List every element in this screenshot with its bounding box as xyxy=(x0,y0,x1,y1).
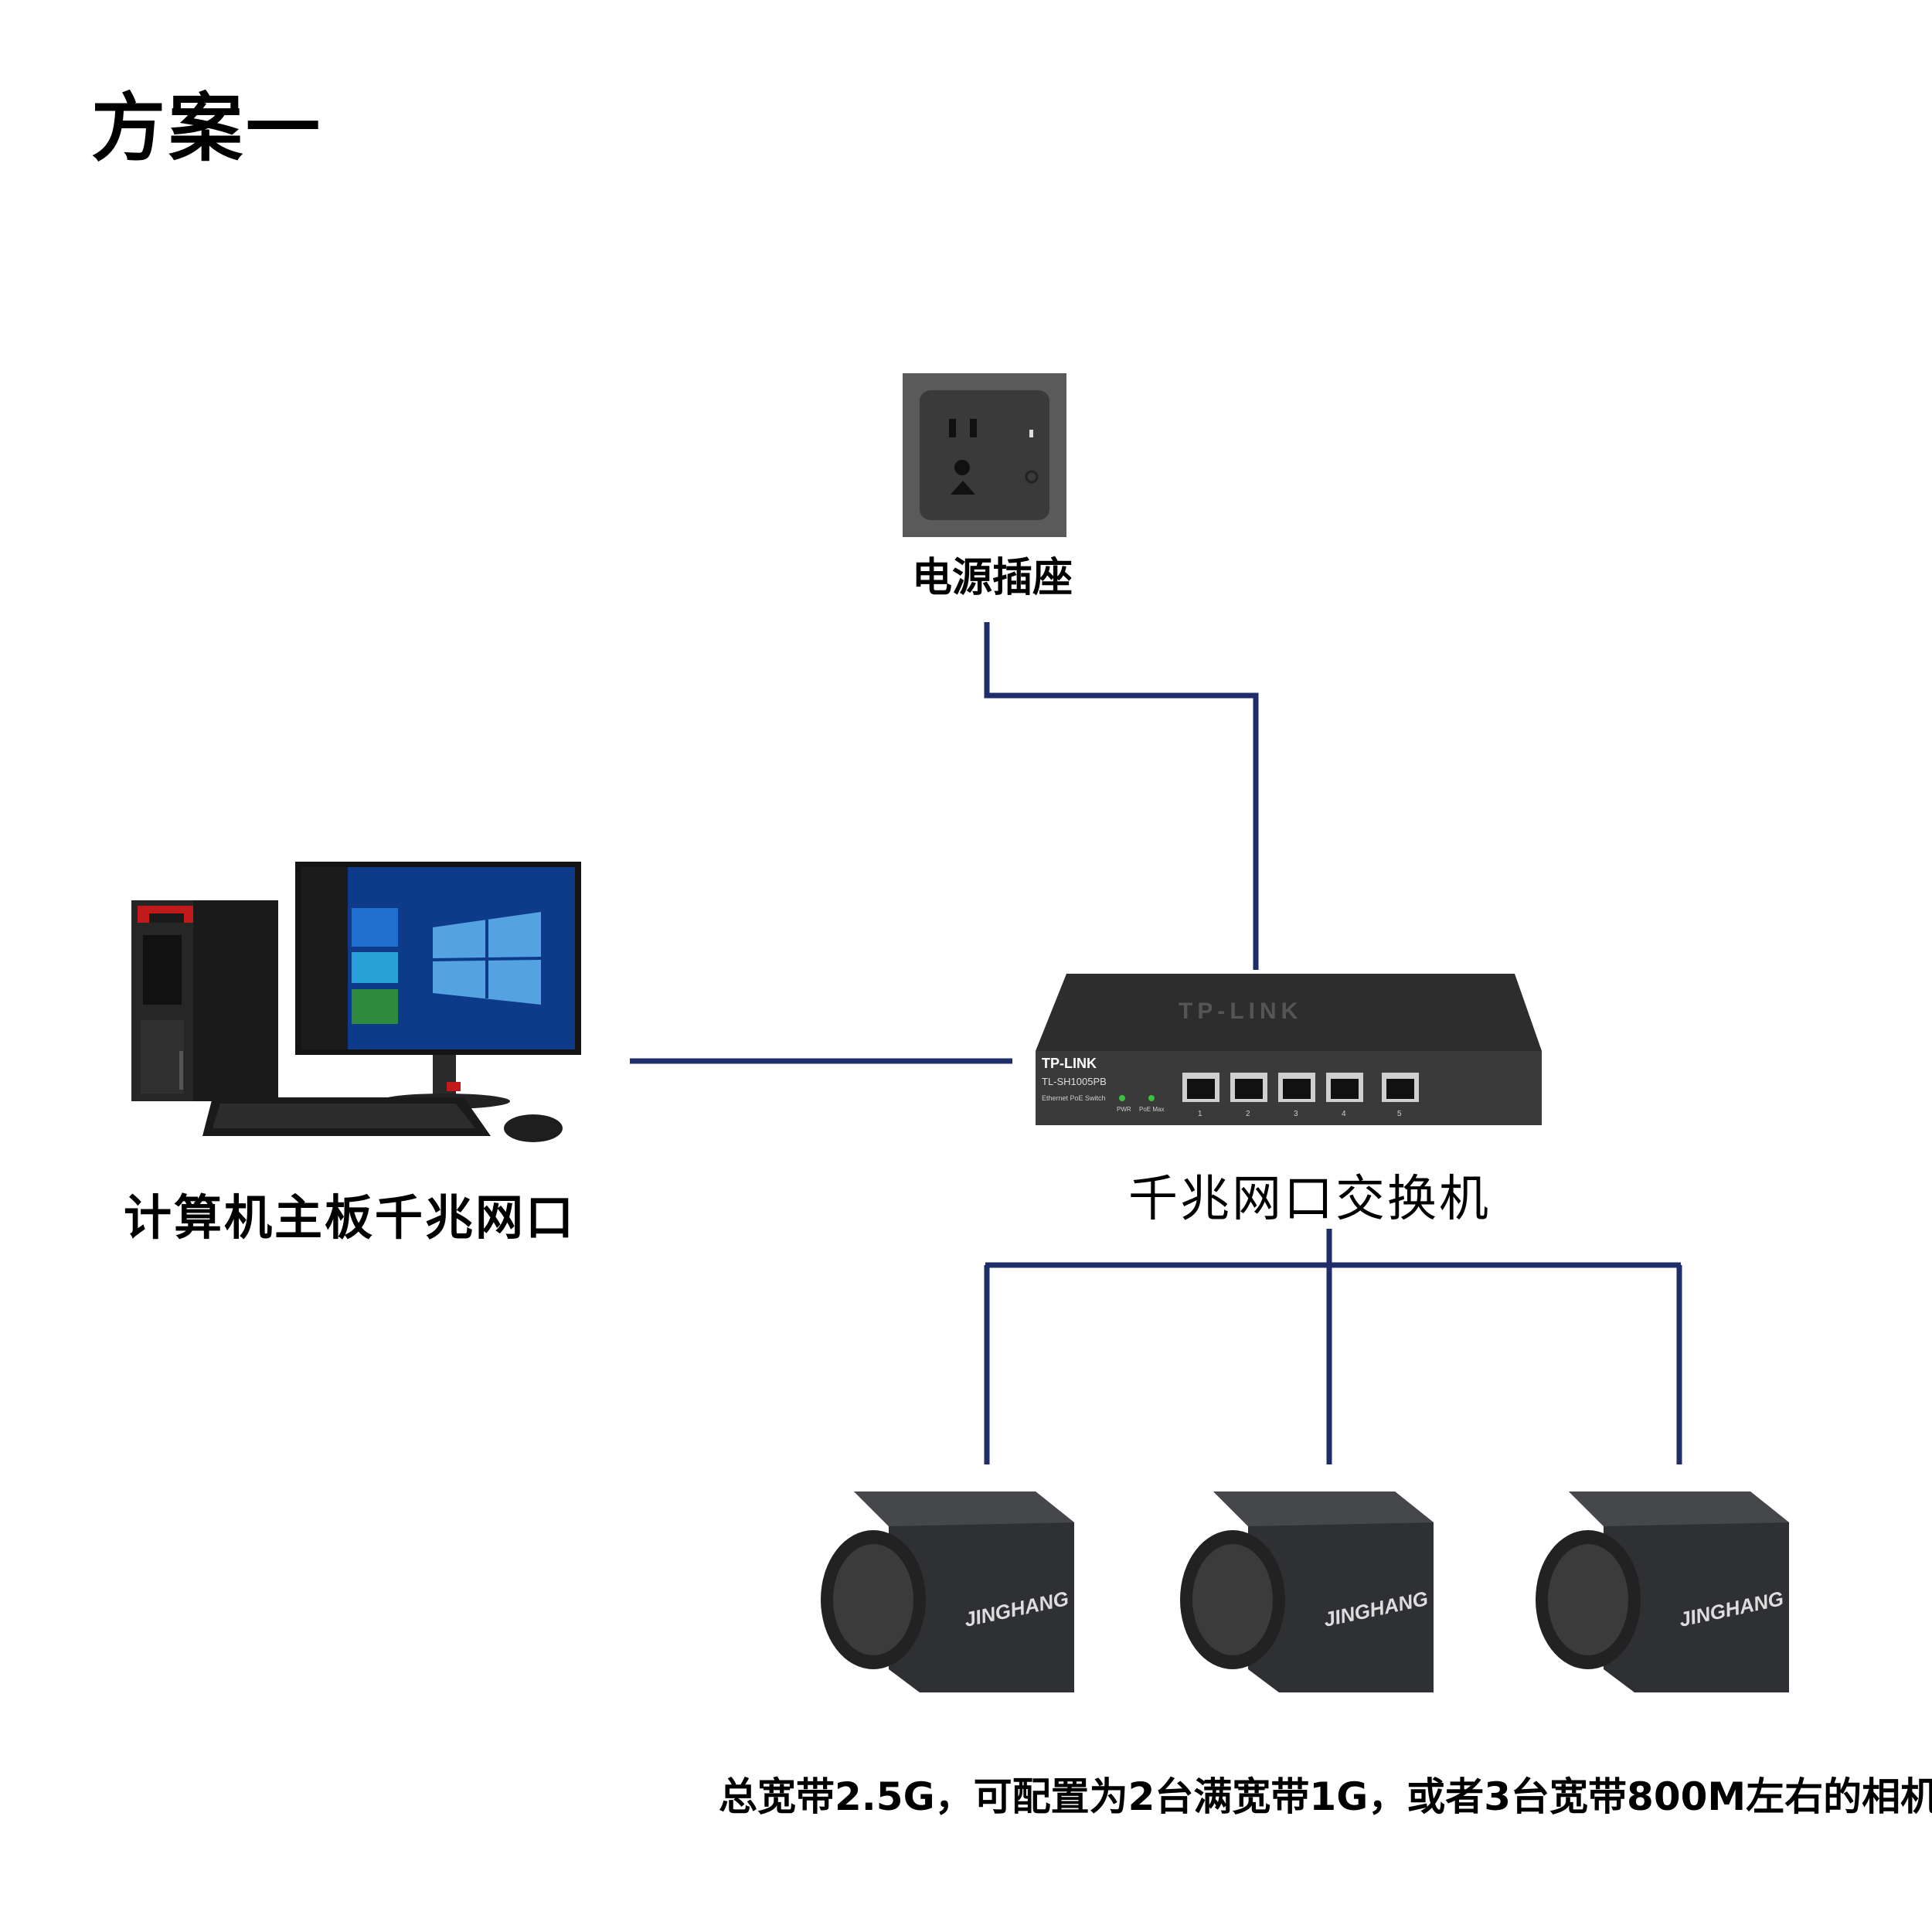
socket-to-switch-line xyxy=(984,622,1259,970)
led-poe-label: PoE Max xyxy=(1139,1106,1164,1113)
switch-subtitle: Ethernet PoE Switch xyxy=(1042,1094,1106,1102)
monitor-icon xyxy=(295,862,581,1109)
switch-model: TL-SH1005PB xyxy=(1042,1076,1107,1087)
camera-2-icon: JINGHANG xyxy=(1180,1492,1434,1692)
camera-3-icon: JINGHANG xyxy=(1536,1492,1789,1692)
port-1-label: 1 xyxy=(1198,1110,1202,1118)
camera-1-icon: JINGHANG xyxy=(821,1492,1074,1692)
port-4-label: 4 xyxy=(1342,1110,1346,1118)
port-3-label: 3 xyxy=(1294,1110,1298,1118)
power-socket-icon xyxy=(903,373,1066,537)
socket-label: 电源插座 xyxy=(912,555,1073,601)
bandwidth-note: 总宽带2.5G，可配置为2台满宽带1G，或者3台宽带800M左右的相机 xyxy=(719,1774,1932,1819)
network-switch-icon: TP-LINK TP-LINK TL-SH1005PB Ethernet PoE… xyxy=(1036,974,1542,1125)
keyboard-mouse-icon xyxy=(202,1097,563,1142)
computer-tower-icon xyxy=(131,900,278,1101)
led-pwr-label: PWR xyxy=(1117,1106,1131,1113)
port-2-label: 2 xyxy=(1246,1110,1250,1118)
switch-brand: TP-LINK xyxy=(1042,1056,1097,1071)
switch-ports xyxy=(1182,1073,1419,1102)
page-title: 方案一 xyxy=(91,85,323,172)
connection-lines xyxy=(630,622,1682,1464)
computer-label: 计算机主板千兆网口 xyxy=(124,1189,577,1246)
svg-text:TP-LINK: TP-LINK xyxy=(1179,998,1302,1024)
switch-label: 千兆网口交换机 xyxy=(1128,1171,1491,1228)
port-5-label: 5 xyxy=(1397,1110,1402,1118)
